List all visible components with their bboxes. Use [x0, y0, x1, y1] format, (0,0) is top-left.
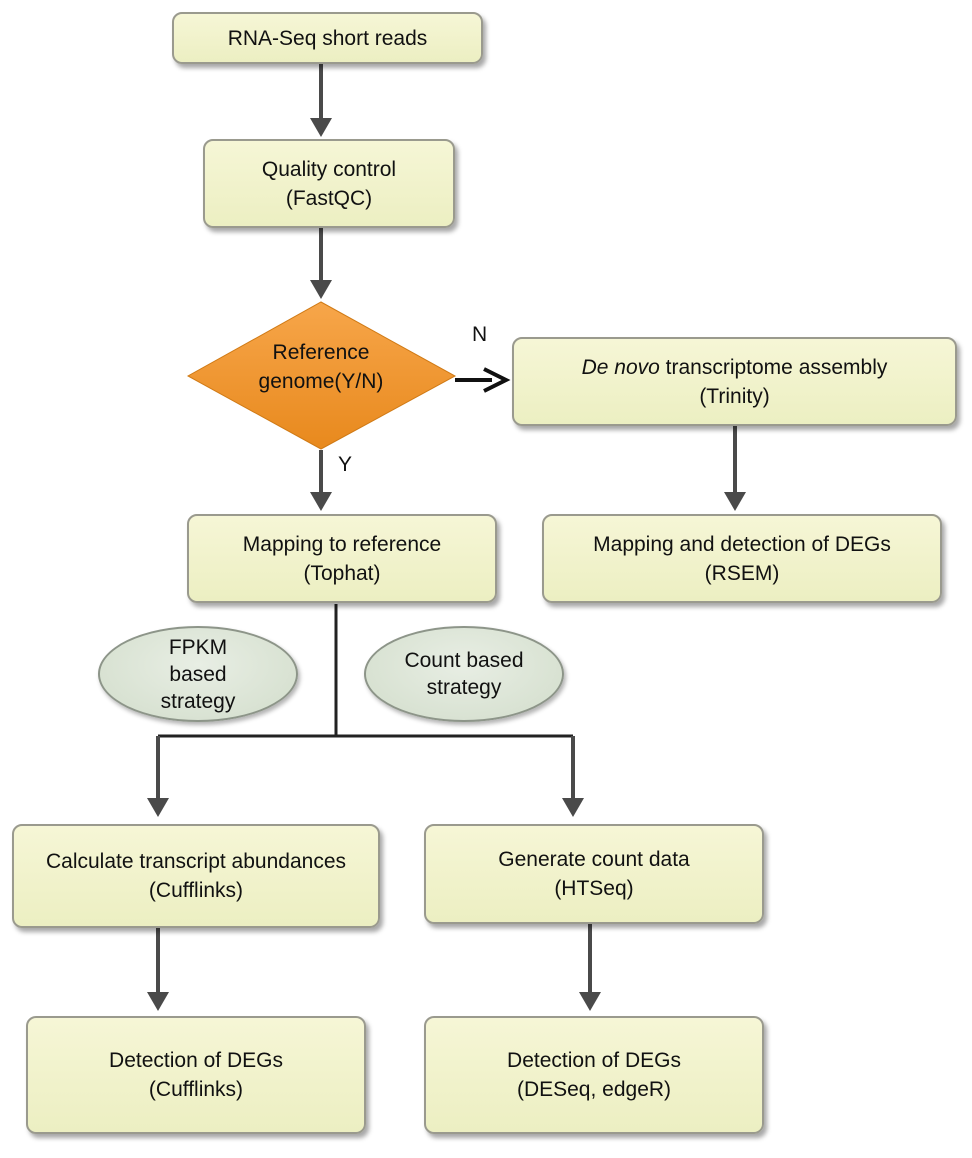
fpkm-strategy-oval: FPKM based strategy	[98, 626, 298, 722]
mapping-tool: (Tophat)	[303, 561, 381, 585]
arrow-denovo-to-rsem	[724, 426, 746, 511]
qc-tool: (FastQC)	[285, 186, 373, 210]
arrow-yes-to-mapping	[310, 450, 332, 511]
reference-line2: genome(Y/N)	[258, 370, 384, 393]
denovo-tool: (Trinity)	[699, 384, 770, 408]
count-strategy-oval: Count based strategy	[364, 626, 564, 722]
detection-deseq-box: Detection of DEGs (DESeq, edgeR)	[424, 1016, 764, 1134]
rnaseq-short-reads-box: RNA-Seq short reads	[172, 12, 483, 64]
edge-label-no: N	[472, 323, 488, 346]
arrow-rnaseq-to-qc	[310, 62, 332, 137]
reference-genome-label: Reference genome(Y/N)	[230, 332, 412, 402]
rnaseq-label: RNA-Seq short reads	[227, 26, 428, 50]
mapping-label: Mapping to reference	[242, 532, 442, 556]
count-label: Generate count data	[498, 848, 690, 871]
rsem-label: Mapping and detection of DEGs	[593, 532, 891, 556]
reference-line1: Reference	[272, 341, 370, 364]
fpkm-line1: FPKM	[168, 635, 228, 659]
qc-label: Quality control	[261, 157, 397, 181]
denovo-italic: De novo	[581, 355, 660, 379]
denovo-assembly-box: De novo transcriptome assembly (Trinity)	[512, 337, 957, 426]
rsem-tool: (RSEM)	[704, 561, 780, 585]
calc-label: Calculate transcript abundances	[45, 850, 346, 873]
detection-cufflinks-box: Detection of DEGs (Cufflinks)	[26, 1016, 366, 1134]
fpkm-line3: strategy	[160, 689, 236, 713]
arrow-count-to-deg-deseq	[579, 924, 601, 1011]
quality-control-box: Quality control (FastQC)	[203, 139, 455, 228]
mapping-box: Mapping to reference (Tophat)	[187, 514, 497, 603]
fpkm-line2: based	[169, 662, 227, 686]
deg-deseq-tool: (DESeq, edgeR)	[516, 1078, 672, 1101]
denovo-label: De novo transcriptome assembly	[582, 353, 888, 382]
calc-tool: (Cufflinks)	[148, 879, 244, 902]
count-tool: (HTSeq)	[554, 877, 634, 900]
arrow-calc-to-deg-cufflinks	[147, 928, 169, 1011]
count-strategy-line1: Count based	[404, 649, 524, 672]
count-strategy-line2: strategy	[426, 676, 502, 699]
arrow-qc-to-decision	[310, 228, 332, 299]
arrow-no-to-denovo	[455, 367, 511, 393]
deg-cufflinks-label: Detection of DEGs	[109, 1049, 283, 1072]
edge-label-yes: Y	[338, 453, 353, 476]
deg-cufflinks-tool: (Cufflinks)	[148, 1078, 244, 1101]
split-connector	[147, 604, 584, 817]
calculate-abundances-box: Calculate transcript abundances (Cufflin…	[12, 824, 380, 928]
generate-count-box: Generate count data (HTSeq)	[424, 824, 764, 924]
deg-deseq-label: Detection of DEGs	[507, 1049, 681, 1072]
rsem-box: Mapping and detection of DEGs (RSEM)	[542, 514, 942, 603]
reference-genome-diamond	[186, 301, 457, 450]
denovo-rest: transcriptome assembly	[659, 355, 888, 379]
